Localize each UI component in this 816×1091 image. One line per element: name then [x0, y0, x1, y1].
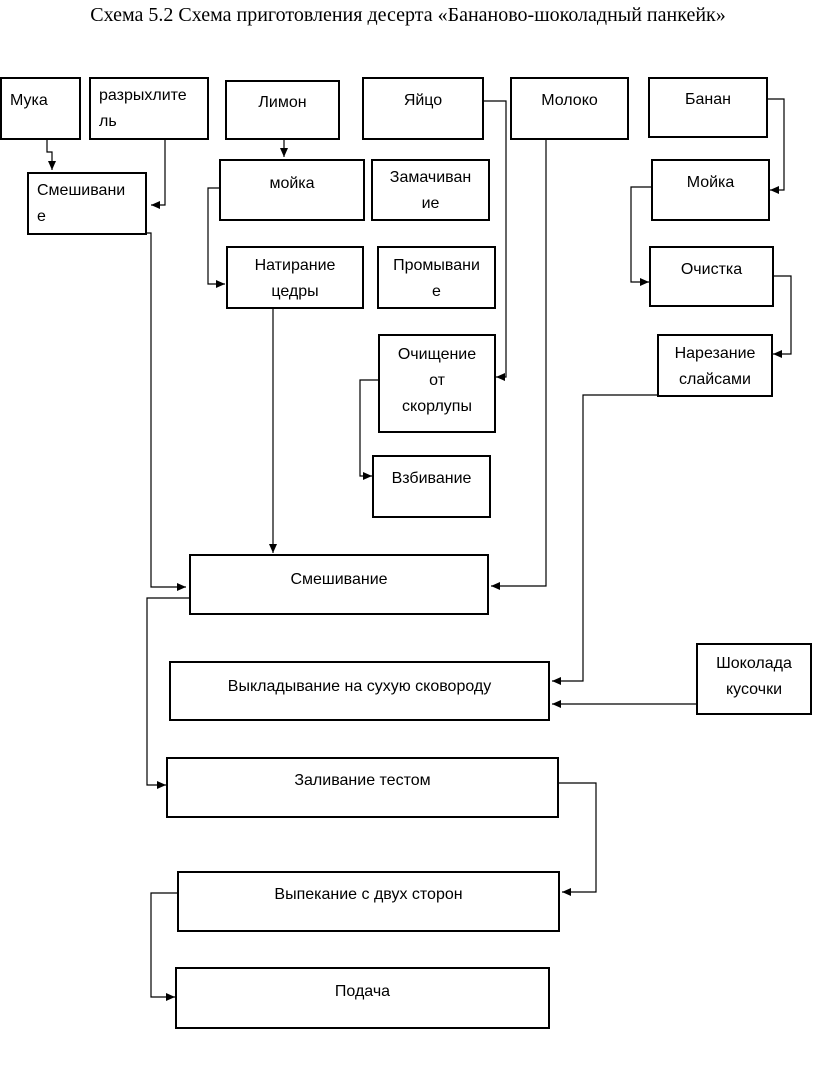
link-smeshivanie1-smeshivanie2: [147, 232, 186, 591]
node-vzbivanie-label: Взбивание: [391, 470, 472, 487]
node-shokolad-label: Шоколада кусочки: [716, 655, 792, 698]
node-moloko: Молоко: [510, 77, 629, 140]
node-muka-label: Мука: [10, 92, 48, 109]
link-ochishchenie-vzbivanie: [359, 379, 378, 480]
node-yaico: Яйцо: [362, 77, 484, 140]
diagram-title: Схема 5.2 Схема приготовления десерта «Б…: [90, 4, 726, 26]
node-moika-banan: Мойка: [651, 159, 770, 221]
link-muka-smeshivanie: [46, 140, 56, 170]
node-podacha-label: Подача: [334, 983, 391, 1000]
node-ochishchenie: Очищение от скорлупы: [378, 334, 496, 433]
node-limon: Лимон: [225, 80, 340, 140]
node-muka: Мука: [0, 77, 81, 140]
node-smeshivanie-1-label: Смешивани е: [37, 182, 126, 225]
node-razryhlitel-label: разрыхлите ль: [99, 87, 187, 130]
node-promyvanie: Промывани е: [377, 246, 496, 309]
link-vypekanie-podacha: [150, 892, 177, 1001]
link-moika-ochistka: [630, 186, 651, 286]
link-moika-natiranie: [207, 187, 225, 288]
node-zamachivanie-label: Замачиван ие: [389, 169, 472, 212]
node-moloko-label: Молоко: [541, 92, 598, 109]
node-zalivanie-label: Заливание тестом: [294, 772, 431, 789]
node-vykladyvanie-label: Выкладывание на сухую сковороду: [227, 678, 492, 695]
node-ochistka-label: Очистка: [680, 261, 743, 278]
link-narezanie-vykladyvanie: [552, 394, 657, 685]
node-moika-banan-label: Мойка: [686, 174, 735, 191]
node-zalivanie: Заливание тестом: [166, 757, 559, 818]
node-natiranie-cedry-label: Натирание цедры: [254, 257, 336, 300]
node-shokolad: Шоколада кусочки: [696, 643, 812, 715]
node-vypekanie: Выпекание с двух сторон: [177, 871, 560, 932]
node-natiranie-cedry: Натирание цедры: [226, 246, 364, 309]
node-vypekanie-label: Выпекание с двух сторон: [274, 886, 463, 903]
node-smeshivanie-2-label: Смешивание: [290, 571, 388, 588]
node-promyvanie-label: Промывани е: [393, 257, 480, 300]
node-ochishchenie-label: Очищение от скорлупы: [397, 346, 477, 415]
node-podacha: Подача: [175, 967, 550, 1029]
link-zalivanie-vypekanie: [559, 782, 597, 896]
node-narezanie: Нарезание слайсами: [657, 334, 773, 397]
link-razryhlitel-smeshivanie: [151, 140, 166, 209]
link-ochistka-narezanie: [773, 275, 792, 358]
node-narezanie-label: Нарезание слайсами: [674, 345, 756, 388]
node-razryhlitel: разрыхлите ль: [89, 77, 209, 140]
node-smeshivanie-1: Смешивани е: [27, 172, 147, 235]
link-smeshivanie2-zalivanie: [146, 597, 189, 789]
node-vzbivanie: Взбивание: [372, 455, 491, 518]
link-moloko-smeshivanie2: [491, 140, 547, 590]
node-vykladyvanie: Выкладывание на сухую сковороду: [169, 661, 550, 721]
node-moika-limon-label: мойка: [269, 175, 315, 192]
node-yaico-label: Яйцо: [403, 92, 443, 109]
node-ochistka: Очистка: [649, 246, 774, 307]
node-moika-limon: мойка: [219, 159, 365, 221]
link-yaico-ochishchenie: [484, 100, 507, 381]
node-zamachivanie: Замачиван ие: [371, 159, 490, 221]
node-smeshivanie-2: Смешивание: [189, 554, 489, 615]
link-banan-moika: [768, 98, 785, 194]
node-banan: Банан: [648, 77, 768, 138]
node-limon-label: Лимон: [258, 94, 307, 111]
node-banan-label: Банан: [685, 91, 731, 108]
